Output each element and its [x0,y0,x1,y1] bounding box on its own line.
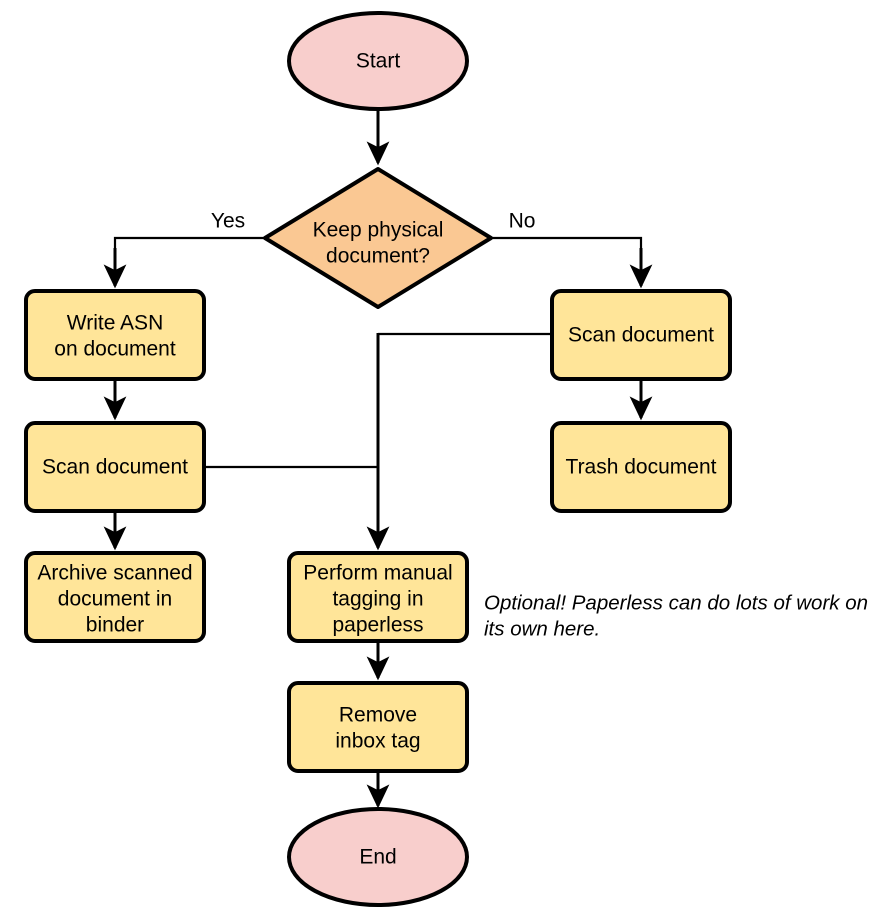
scan-document-right-label: Scan document [568,324,714,347]
archive-label-line-2: document in [58,588,172,611]
decision-label-line-2: document? [326,245,430,268]
end-ellipse[interactable] [287,807,469,907]
write-asn-label-line-1: Write ASN [67,312,163,335]
tagging-label-line-2: tagging in [332,588,423,611]
archive-scanned-document-box[interactable] [24,551,206,643]
edge-label-no: No [509,210,536,233]
node-perform-manual-tagging-in-paperless[interactable]: Perform manual tagging in paperless [287,551,469,643]
node-scan-document-right[interactable]: Scan document [550,289,732,381]
tagging-label-line-1: Perform manual [303,562,452,585]
edge-labels-layer: Yes No [211,210,536,233]
write-asn-box[interactable] [24,289,206,381]
decision-diamond[interactable] [263,167,493,309]
scan-document-left-label: Scan document [42,456,188,479]
node-write-asn-on-document[interactable]: Write ASN on document [24,289,206,381]
annotation-optional-note: Optional! Paperless can do lots of work … [484,591,868,640]
node-remove-inbox-tag[interactable]: Remove inbox tag [287,681,469,773]
remove-inbox-label-line-2: inbox tag [335,730,420,753]
node-archive-scanned-document-in-binder[interactable]: Archive scanned document in binder [24,551,206,643]
archive-label-line-1: Archive scanned [37,562,192,585]
annotation-line-1: Optional! Paperless can do lots of work … [484,591,868,614]
start-ellipse[interactable] [287,11,469,111]
start-label: Start [356,50,401,73]
edge-decision-no-branch [491,236,643,252]
decision-label-line-1: Keep physical [313,219,444,242]
node-scan-document-left[interactable]: Scan document [24,421,206,513]
edge-decision-yes-branch [113,236,265,252]
node-trash-document[interactable]: Trash document [550,421,732,513]
tagging-label-line-3: paperless [332,614,423,637]
node-start[interactable]: Start [287,11,469,111]
edge-label-yes: Yes [211,210,245,233]
write-asn-label-line-2: on document [54,338,176,361]
scan-document-right-box[interactable] [550,289,732,381]
scan-document-left-box[interactable] [24,421,206,513]
annotation-line-2: its own here. [484,617,600,640]
edges-layer [103,110,653,809]
node-keep-physical-document[interactable]: Keep physical document? [263,167,493,309]
trash-document-box[interactable] [550,421,732,513]
archive-label-line-3: binder [86,614,144,637]
trash-document-label: Trash document [566,456,717,479]
end-label: End [359,846,396,869]
remove-inbox-tag-box[interactable] [287,681,469,773]
remove-inbox-label-line-1: Remove [339,704,417,727]
node-end[interactable]: End [287,807,469,907]
perform-manual-tagging-box[interactable] [287,551,469,643]
